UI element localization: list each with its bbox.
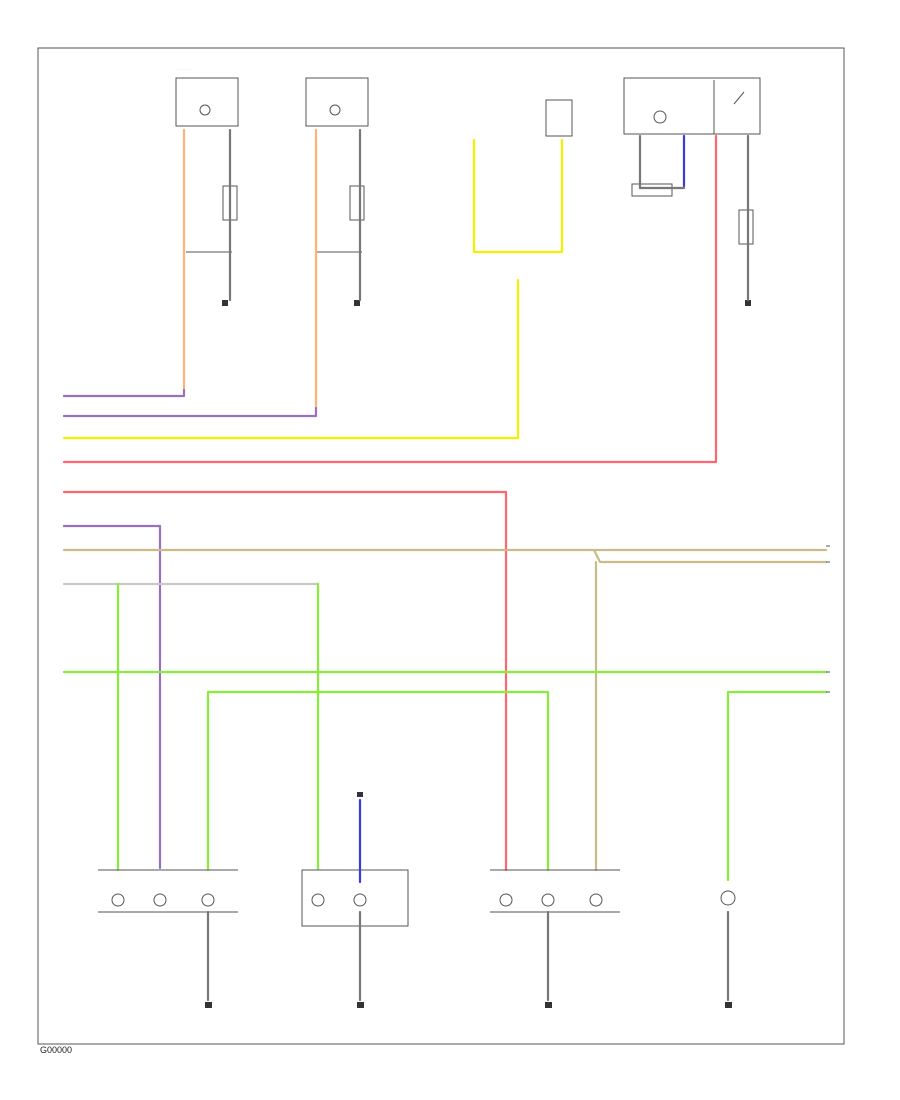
wire-gray-module [638, 134, 686, 190]
wire-green-lower [206, 690, 550, 872]
center-top-ground [357, 792, 363, 797]
bottom-center-lamp-box [301, 869, 409, 927]
bottom-right-lamp-cluster [490, 869, 620, 913]
figure-code: G00000 [40, 1045, 72, 1055]
wire-purple-3 [62, 524, 162, 870]
bottom-far-right-lamp [720, 890, 736, 906]
wire-purple-1 [62, 388, 186, 398]
right-edge-connectors [826, 545, 830, 693]
wire-yellow-main [62, 278, 520, 440]
wire-green-right [726, 690, 828, 882]
svg-text:. . . . . . . . . . .: . . . . . . . . . . . [176, 67, 194, 71]
top-left-lamp-unit: . . . . . . . . . . . [175, 67, 239, 253]
top-right-control-module [623, 77, 761, 245]
diagram-frame [37, 47, 845, 1045]
top-ground-symbols [222, 300, 751, 306]
wire-red-main [62, 134, 718, 464]
bottom-ground-symbols [205, 1002, 732, 1008]
bottom-left-lamp-cluster [98, 869, 238, 913]
top-switch-module [474, 99, 573, 253]
wire-purple-2 [62, 406, 318, 418]
wire-red-2 [62, 490, 508, 872]
wire-tan-branch [592, 548, 828, 564]
wire-yellow-loop [472, 138, 564, 254]
